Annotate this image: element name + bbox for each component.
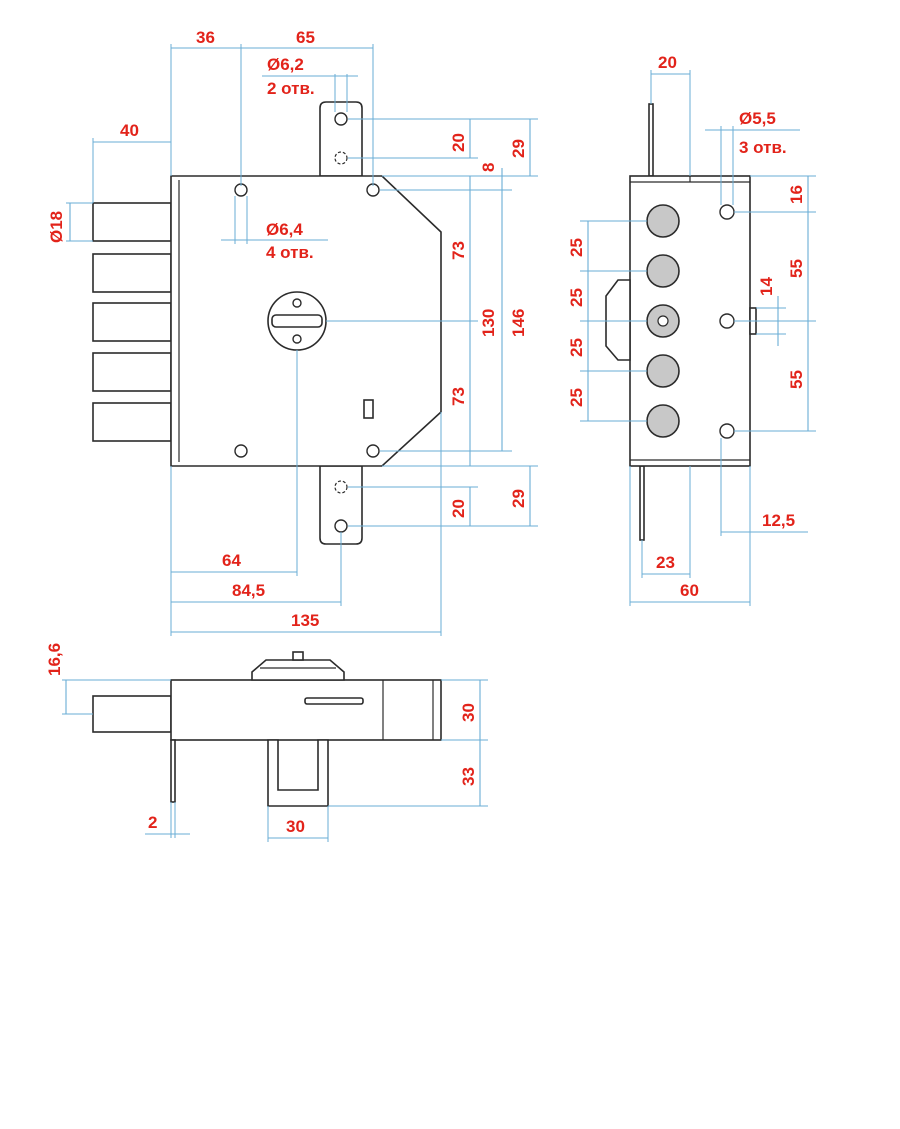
bolt-4: [92, 352, 172, 392]
side-bolt-2: [646, 254, 680, 288]
side-dim-right-14: 14: [757, 277, 776, 296]
side-bolt-1: [646, 204, 680, 238]
front-view: [92, 101, 442, 545]
side-dim-bottom-23: 23: [656, 553, 675, 572]
dim-hole-dia-top: Ø6,2: [267, 55, 304, 74]
side-bolt-4: [646, 354, 680, 388]
bottom-latch-plate: [319, 465, 363, 545]
top-view-slot: [304, 697, 364, 705]
side-dim-right-16: 16: [787, 185, 806, 204]
side-dim-left-25-3: 25: [567, 338, 586, 357]
body-slot: [363, 399, 374, 419]
dim-right-73-top: 73: [449, 241, 468, 260]
cylinder-pin: [292, 334, 302, 344]
top-dim-left-16-6: 16,6: [45, 643, 64, 676]
top-view-body: [170, 679, 442, 741]
top-plate-hole-dashed: [334, 151, 348, 165]
side-dim-hole-dia: Ø5,5: [739, 109, 776, 128]
dim-right-146: 146: [509, 309, 528, 337]
side-mount-hole: [719, 313, 735, 329]
bolt-2: [92, 253, 172, 293]
body-mount-hole: [234, 444, 248, 458]
front-view-dimensions: 36 65 Ø6,2 2 отв. 40 Ø18 Ø6,4 4 отв.: [47, 28, 538, 636]
dim-right-73-bottom: 73: [449, 387, 468, 406]
dim-right-8: 8: [479, 163, 498, 172]
dim-bottom-64: 64: [222, 551, 241, 570]
top-dim-bottom-30: 30: [286, 817, 305, 836]
side-dim-bottom-12-5: 12,5: [762, 511, 795, 530]
top-dim-right-33: 33: [459, 767, 478, 786]
side-dim-bottom-60: 60: [680, 581, 699, 600]
top-dim-right-30: 30: [459, 703, 478, 722]
top-view-cylinder: [251, 659, 345, 681]
dim-top-65: 65: [296, 28, 315, 47]
top-view-bolt: [92, 695, 172, 733]
top-view-dimensions: 16,6 30 33 2 30: [45, 643, 488, 842]
top-view: [92, 651, 442, 807]
bolt-1: [92, 202, 172, 242]
dim-left-40: 40: [120, 121, 139, 140]
side-handle-lever: [605, 279, 631, 361]
side-dim-left-25-2: 25: [567, 288, 586, 307]
cylinder-pin: [292, 298, 302, 308]
side-dim-hole-count: 3 отв.: [739, 138, 787, 157]
dim-right-20-top: 20: [449, 133, 468, 152]
side-view-dimensions: 20 Ø5,5 3 отв. 25 25 25 25 16 55 14 55: [567, 53, 816, 606]
side-dim-right-55-bottom: 55: [787, 370, 806, 389]
top-plate-hole: [334, 112, 348, 126]
bottom-plate-hole-dashed: [334, 480, 348, 494]
dim-bottom-84-5: 84,5: [232, 581, 265, 600]
dim-bolt-dia: Ø18: [47, 211, 66, 243]
dim-right-29-bottom: 29: [509, 489, 528, 508]
dim-hole-count-body: 4 отв.: [266, 243, 314, 262]
dim-top-36: 36: [196, 28, 215, 47]
body-mount-hole: [366, 444, 380, 458]
top-view-strike-plate: [170, 739, 176, 803]
side-bottom-strike: [639, 465, 645, 541]
dim-bottom-135: 135: [291, 611, 319, 630]
side-bolt-3-center: [657, 315, 669, 327]
dim-right-20-bottom: 20: [449, 499, 468, 518]
dim-hole-count-top: 2 отв.: [267, 79, 315, 98]
top-dim-bottom-2: 2: [148, 813, 157, 832]
dim-right-130: 130: [479, 309, 498, 337]
top-view-cylinder-cap: [292, 651, 304, 661]
bolt-3: [92, 302, 172, 342]
cylinder-keyway: [271, 314, 323, 328]
bolt-5: [92, 402, 172, 442]
side-dim-left-25-1: 25: [567, 238, 586, 257]
side-mount-hole: [719, 423, 735, 439]
side-top-strike: [648, 103, 654, 177]
dim-right-29-top: 29: [509, 139, 528, 158]
dim-hole-dia-body: Ø6,4: [266, 220, 303, 239]
top-view-latch: [267, 739, 329, 807]
side-dim-top-20: 20: [658, 53, 677, 72]
side-mount-hole: [719, 204, 735, 220]
side-bolt-5: [646, 404, 680, 438]
side-dim-left-25-4: 25: [567, 388, 586, 407]
bottom-plate-hole: [334, 519, 348, 533]
side-dim-right-55-top: 55: [787, 259, 806, 278]
